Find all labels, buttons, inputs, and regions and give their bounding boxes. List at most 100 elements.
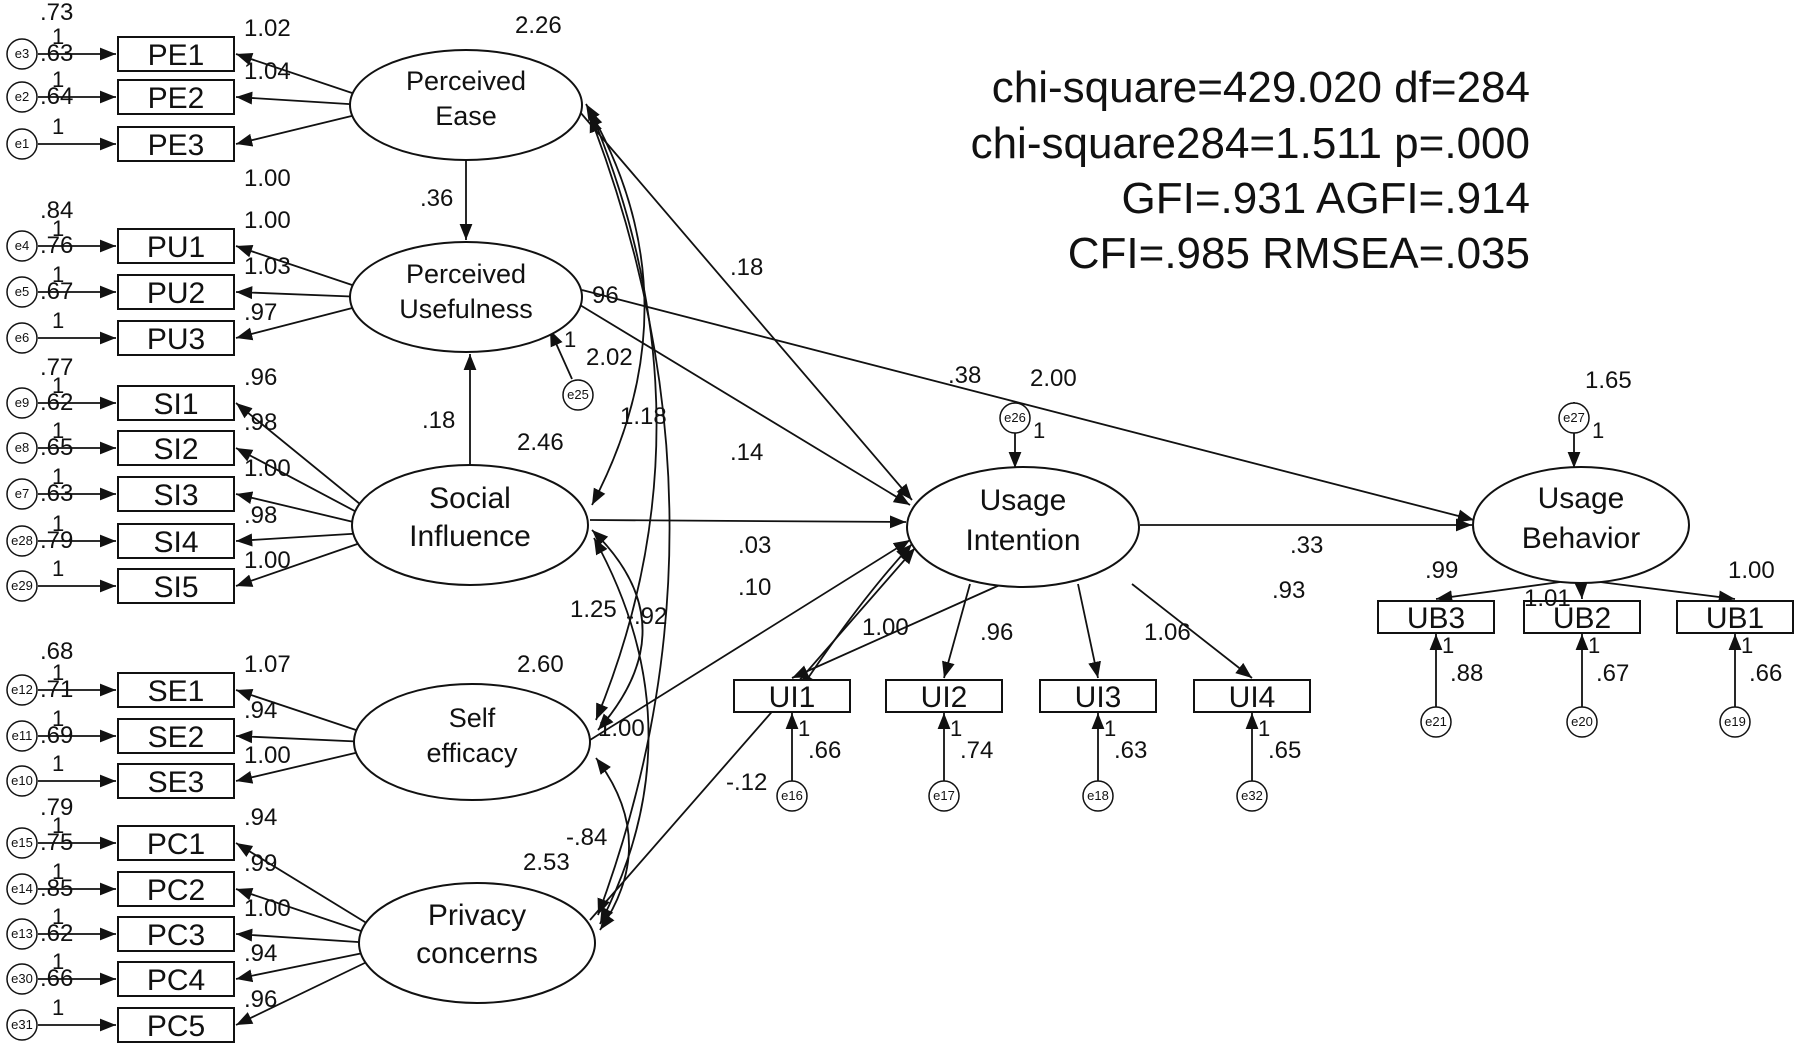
indicator-box-SE1 (117, 672, 235, 708)
cov-3: 1.25 (570, 596, 617, 623)
indicator-name-PE1: PE1 (148, 39, 205, 72)
pe-top-variance: .73 (40, 0, 73, 26)
latent-pu-line2: Usefulness (399, 294, 533, 324)
error-circle-e4 (6, 230, 38, 262)
disturbance-label-e26: e26 (1004, 410, 1026, 425)
loading-UB2: 1.01 (1524, 585, 1571, 612)
indicator-box-PC4 (117, 961, 235, 997)
cov-pe-se (589, 109, 658, 721)
error-circle-e1 (6, 128, 38, 160)
indicator-box-PC3 (117, 916, 235, 952)
indicator-box-PC1 (117, 825, 235, 861)
loading-arrow-PC2 (235, 888, 374, 936)
cov-se-pc (595, 757, 630, 931)
latent-pc-line2: concerns (416, 937, 538, 970)
indicator-box-UI3 (1039, 679, 1157, 713)
loading-UB3: .99 (1425, 557, 1458, 584)
latent-ub-line2: Behavior (1522, 522, 1640, 555)
indicator-name-SI4: SI4 (153, 526, 198, 559)
loading-arrow-UI3 (1077, 583, 1101, 679)
latent-si-ellipse (351, 464, 589, 586)
latent-si-line1: Social (429, 482, 511, 515)
disturbance-circle-e25 (562, 379, 594, 411)
indicator-name-PC1: PC1 (147, 828, 205, 861)
indicator-name-UB2: UB2 (1553, 602, 1611, 635)
loading-PC2: .99 (244, 850, 277, 877)
latent-pe-ellipse (349, 49, 583, 161)
path-pu-ui (579, 304, 911, 506)
indicator-box-PE2 (117, 79, 235, 115)
fixed-one-e19: 1 (1741, 633, 1753, 658)
indicator-box-UI4 (1193, 679, 1311, 713)
error-label-e12: e12 (11, 682, 33, 697)
cov-pe-si (585, 103, 646, 506)
latent-ub-ellipse (1472, 466, 1690, 584)
indicator-name-SE1: SE1 (148, 675, 205, 708)
loading-arrow-PC1 (235, 842, 374, 928)
loading-PE2: 1.04 (244, 58, 291, 85)
fit-chi-square: chi-square=429.020 df=284 (992, 63, 1530, 112)
error-circle-e18 (1082, 780, 1114, 812)
loading-arrow-UB3 (1435, 581, 1561, 604)
fit-statistics: chi-square=429.020 df=284 chi-square284=… (971, 63, 1530, 278)
fixed-one-e1: 1 (52, 114, 64, 139)
error-variance-e13: .62 (40, 920, 73, 947)
loading-arrow-UB2 (1574, 581, 1588, 600)
cov-6: -.84 (566, 824, 607, 851)
pu-top-variance: .84 (40, 197, 73, 224)
indicator-box-SE3 (117, 763, 235, 799)
variance-pc: 2.53 (523, 849, 570, 876)
loading-arrow-SE2 (235, 730, 369, 744)
coef-pu-extra: 96 (592, 282, 619, 309)
indicator-box-UB2 (1523, 600, 1641, 634)
fixed-one-e26: 1 (1033, 418, 1045, 443)
error-circle-e16 (776, 780, 808, 812)
latent-ui-line1: Usage (980, 484, 1067, 517)
fixed-one-e3: 1 (52, 24, 64, 49)
fixed-one-e16: 1 (798, 716, 810, 741)
error-circle-e21 (1420, 706, 1452, 738)
error-label-e32: e32 (1241, 788, 1263, 803)
error-circle-e29 (6, 570, 38, 602)
error-label-e28: e28 (11, 533, 33, 548)
indicator-box-PE1 (117, 36, 235, 72)
error-label-e1: e1 (15, 136, 29, 151)
loading-arrow-UI2 (942, 583, 971, 679)
error-label-e16: e16 (781, 788, 803, 803)
error-circle-e10 (6, 765, 38, 797)
loading-arrow-SI5 (235, 540, 367, 587)
error-variance-e15: .75 (40, 829, 73, 856)
latent-pu-ellipse (349, 241, 583, 353)
loading-SE3: 1.00 (244, 742, 291, 769)
loading-arrow-SE1 (235, 688, 369, 735)
loading-SE2: .94 (244, 697, 277, 724)
loading-SI2: .98 (244, 409, 277, 436)
loading-arrow-PU2 (235, 286, 365, 300)
error-circle-e32 (1236, 780, 1268, 812)
loading-arrow-PE1 (235, 53, 365, 98)
indicator-name-SI1: SI1 (153, 388, 198, 421)
latent-se-line2: efficacy (426, 738, 518, 768)
error-variance-e16: .66 (808, 737, 841, 764)
path-si-ui (589, 515, 907, 529)
error-label-e8: e8 (15, 440, 29, 455)
loading-arrow-SI2 (235, 447, 367, 518)
latent-variances: 2.26 2.46 2.60 2.53 2.00 1.65 (515, 12, 1632, 876)
indicator-name-UI1: UI1 (769, 681, 816, 714)
fit-cfi: CFI=.985 RMSEA=.035 (1068, 229, 1530, 278)
error-label-e18: e18 (1087, 788, 1109, 803)
loading-PU2: 1.03 (244, 253, 291, 280)
loading-PE1: 1.02 (244, 15, 291, 42)
coef-pu-ub: .38 (948, 362, 981, 389)
error-variance-e8: .65 (40, 434, 73, 461)
fixed-one-e9: 1 (52, 373, 64, 398)
se-top-variance: .68 (40, 638, 73, 665)
indicator-box-PC2 (117, 871, 235, 907)
disturbance-label-e25: e25 (567, 387, 589, 402)
indicator-name-UI2: UI2 (921, 681, 968, 714)
paths-layer (38, 47, 1742, 1032)
cov-ui1-ui (799, 543, 913, 691)
path-pu-ub (581, 289, 1475, 523)
error-variance-e30: .66 (40, 965, 73, 992)
indicator-box-UB1 (1676, 600, 1794, 634)
